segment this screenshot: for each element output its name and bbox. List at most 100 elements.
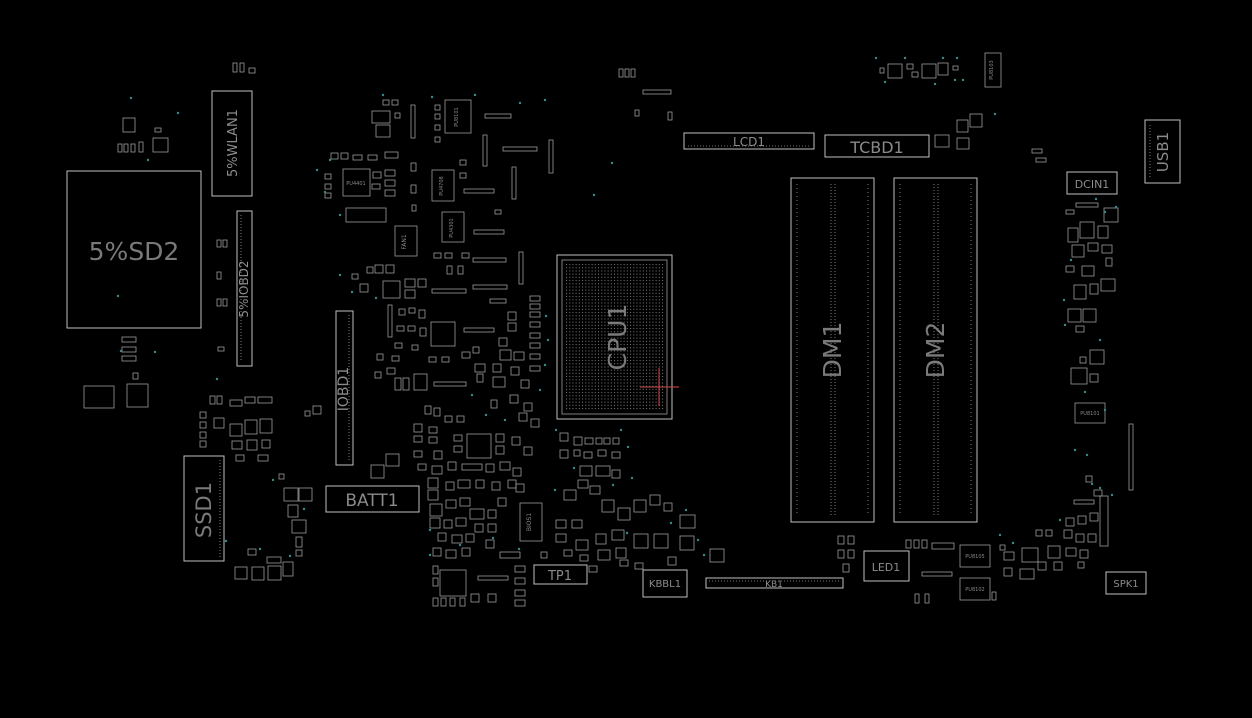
cpu-ball: [607, 347, 609, 349]
cpu-ball: [610, 395, 612, 397]
component-batt1[interactable]: BATT1: [325, 453, 420, 513]
cpu-ball: [582, 334, 584, 336]
cpu-ball: [655, 379, 657, 381]
cpu-ball: [566, 395, 568, 397]
cpu-ball: [642, 376, 644, 378]
cpu-ball: [626, 302, 628, 304]
cpu-ball: [575, 392, 577, 394]
cpu-ball: [569, 299, 571, 301]
cpu-ball: [639, 308, 641, 310]
component-kb1[interactable]: KB1: [705, 577, 844, 590]
cpu-ball: [662, 398, 664, 400]
component-tp1[interactable]: TP1: [533, 564, 588, 585]
cpu-ball: [620, 350, 622, 352]
component-wlan1[interactable]: 5%WLAN1: [211, 62, 256, 197]
cpu-ball: [652, 337, 654, 339]
cpu-ball: [614, 299, 616, 301]
cpu-ball: [655, 302, 657, 304]
cpu-ball: [649, 334, 651, 336]
cpu-ball: [604, 331, 606, 333]
cpu-ball: [614, 395, 616, 397]
cpu-ball: [652, 328, 654, 330]
component-dm1[interactable]: DM1: [790, 177, 875, 523]
cpu-ball: [585, 350, 587, 352]
cpu-ball: [591, 264, 593, 266]
cpu-ball: [585, 280, 587, 282]
component-usb1[interactable]: USB1: [1144, 119, 1181, 184]
cpu-ball: [588, 318, 590, 320]
cpu-ball: [623, 308, 625, 310]
component-iobd1[interactable]: IOBD1: [335, 310, 354, 466]
cpu-ball: [620, 366, 622, 368]
cpu-ball: [582, 286, 584, 288]
cpu-ball: [620, 305, 622, 307]
cpu-ball: [626, 308, 628, 310]
cpu-ball: [585, 299, 587, 301]
cpu-ball: [594, 395, 596, 397]
cpu-ball: [642, 356, 644, 358]
component-dm2[interactable]: DM2: [893, 177, 978, 523]
cpu-ball: [642, 369, 644, 371]
cpu-ball: [649, 264, 651, 266]
cpu-ball: [646, 395, 648, 397]
cpu-ball: [642, 392, 644, 394]
component-tcbd1[interactable]: TCBD1: [824, 113, 983, 158]
test-pad: [176, 111, 180, 115]
cpu-ball: [642, 385, 644, 387]
cpu-ball: [607, 280, 609, 282]
cpu-ball: [582, 331, 584, 333]
cpu-ball: [639, 299, 641, 301]
cpu-ball: [598, 344, 600, 346]
cpu-ball: [620, 318, 622, 320]
cpu-ball: [585, 337, 587, 339]
cpu-ball: [623, 315, 625, 317]
cpu-ball: [646, 312, 648, 314]
cpu-ball: [617, 328, 619, 330]
cpu-ball: [594, 308, 596, 310]
cpu-ball: [569, 324, 571, 326]
center-left-parts: PU8101 PU4401 PU4708 PU4301 FAN1: [324, 99, 554, 607]
cpu-ball: [591, 347, 593, 349]
cpu-ball: [604, 363, 606, 365]
test-pad: [1011, 541, 1015, 545]
cpu-ball: [582, 404, 584, 406]
cpu-ball: [623, 292, 625, 294]
cpu-ball: [652, 395, 654, 397]
component-cpu1[interactable]: CPU1: [556, 254, 679, 420]
cpu-ball: [623, 398, 625, 400]
cpu-ball: [569, 401, 571, 403]
cpu-ball: [588, 350, 590, 352]
cpu-ball: [652, 385, 654, 387]
cpu-ball: [630, 347, 632, 349]
component-kbbl1[interactable]: KBBL1: [642, 569, 688, 598]
cpu-ball: [572, 299, 574, 301]
cpu-ball: [566, 305, 568, 307]
cpu-ball: [607, 305, 609, 307]
cpu-ball: [623, 376, 625, 378]
test-pad: [315, 168, 319, 172]
cpu-ball: [620, 395, 622, 397]
cpu-ball: [646, 308, 648, 310]
component-sd2[interactable]: 5%SD2: [66, 170, 202, 329]
component-dcin1[interactable]: DCIN1: [1066, 171, 1118, 195]
cpu-ball: [588, 302, 590, 304]
cpu-ball: [626, 305, 628, 307]
cpu-ball: [652, 292, 654, 294]
cpu-ball: [591, 392, 593, 394]
test-pad: [503, 418, 507, 422]
cpu-ball: [626, 385, 628, 387]
component-led1[interactable]: LED1: [863, 550, 910, 582]
cpu-ball: [662, 273, 664, 275]
cpu-ball: [617, 353, 619, 355]
component-lcd1[interactable]: LCD1: [683, 132, 815, 150]
component-spk1[interactable]: SPK1: [1105, 571, 1147, 595]
cpu-ball: [623, 356, 625, 358]
cpu-ball: [639, 292, 641, 294]
cpu-ball: [607, 283, 609, 285]
cpu-ball: [610, 376, 612, 378]
component-iobd2[interactable]: 5%IOBD2: [216, 210, 253, 367]
component-ssd1[interactable]: SSD1: [183, 455, 225, 562]
cpu-ball: [636, 350, 638, 352]
cpu-ball: [614, 312, 616, 314]
